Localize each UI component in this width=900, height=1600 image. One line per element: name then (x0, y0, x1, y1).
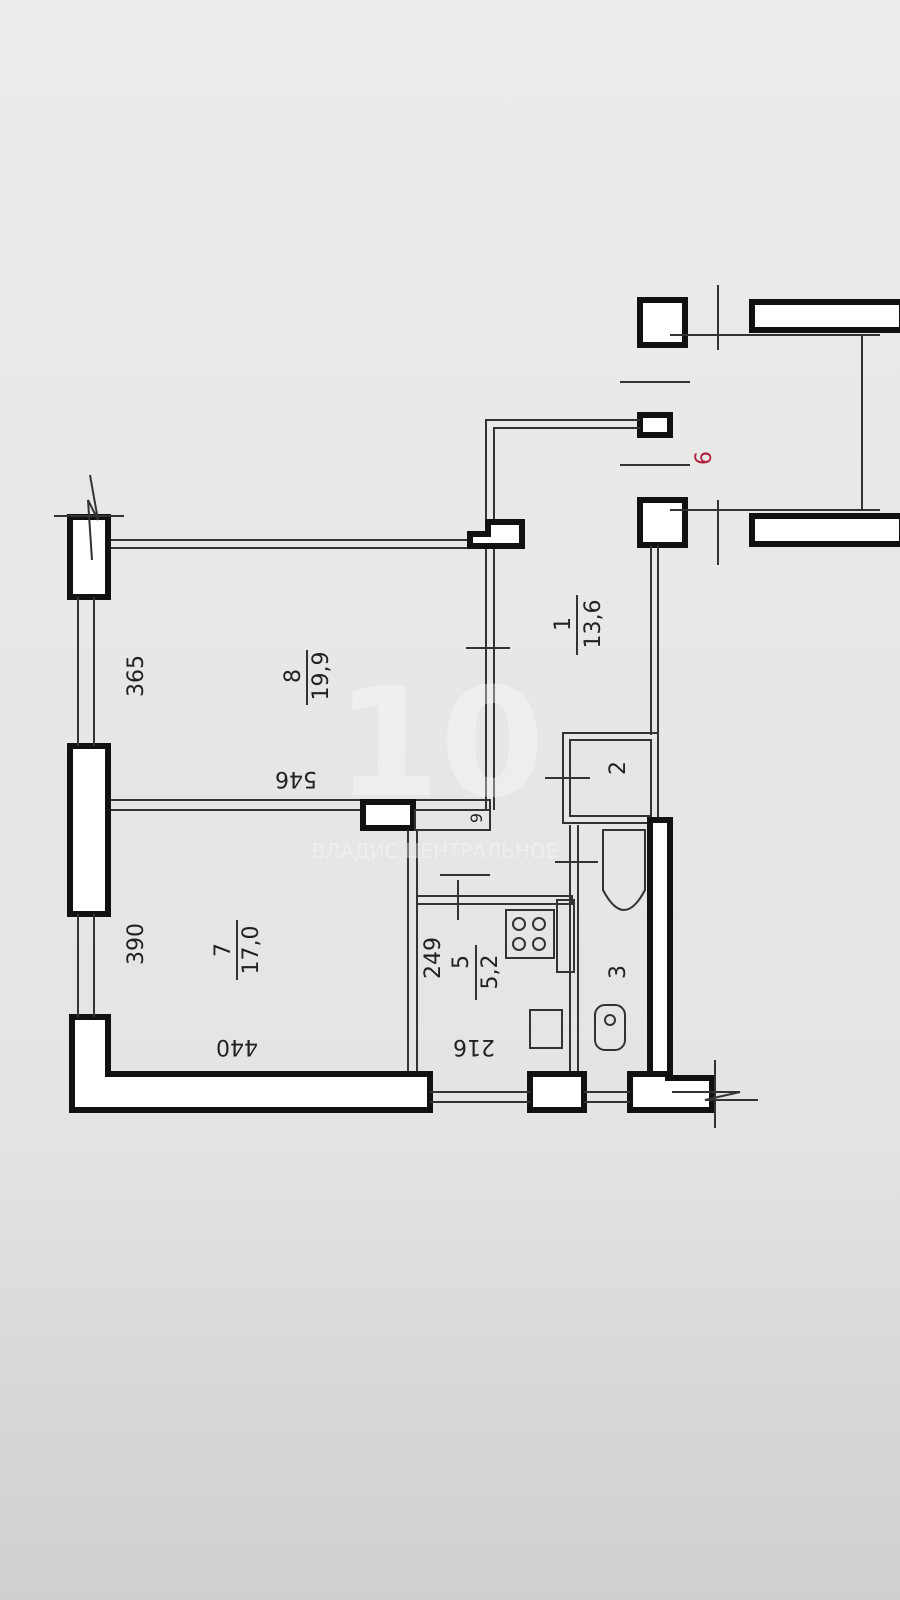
kitchen-walls (407, 825, 598, 1072)
sink-icon (529, 1009, 563, 1049)
stove-icon (505, 909, 555, 959)
counter-icon (556, 899, 575, 973)
room-2-number: 2 (606, 761, 631, 775)
room-5-number: 5 (449, 955, 474, 969)
room-1-area: 13,6 (581, 600, 606, 649)
room-6-number: 6 (692, 451, 717, 465)
room-1-number: 1 (551, 617, 576, 631)
dimension-216: 216 (453, 1034, 495, 1059)
room-6-block (620, 285, 900, 565)
dimension-546: 546 (275, 766, 317, 791)
room-5-area: 5,2 (478, 955, 503, 990)
room-3-number: 3 (606, 965, 631, 979)
toilet-icon (594, 1004, 626, 1051)
watermark: 10 ВЛАДИС ЦЕНТРАЛЬНОЕ (312, 657, 559, 863)
room-7-area: 17,0 (239, 926, 264, 975)
room-7-number: 7 (211, 943, 236, 957)
room-2-closet (545, 732, 659, 824)
dimension-390: 390 (124, 923, 149, 965)
watermark-text: ВЛАДИС ЦЕНТРАЛЬНОЕ (312, 839, 559, 863)
watermark-logo: 10 (336, 657, 545, 831)
exterior-walls (54, 474, 758, 1128)
dimension-440: 440 (216, 1034, 258, 1059)
room-9-number: 9 (467, 813, 486, 823)
bathtub-icon (602, 829, 646, 911)
room-8-number: 8 (281, 669, 306, 683)
dimension-249: 249 (421, 937, 446, 979)
room-8-walls (109, 519, 525, 831)
dimension-365: 365 (124, 655, 149, 697)
room-8-area: 19,9 (309, 652, 334, 701)
